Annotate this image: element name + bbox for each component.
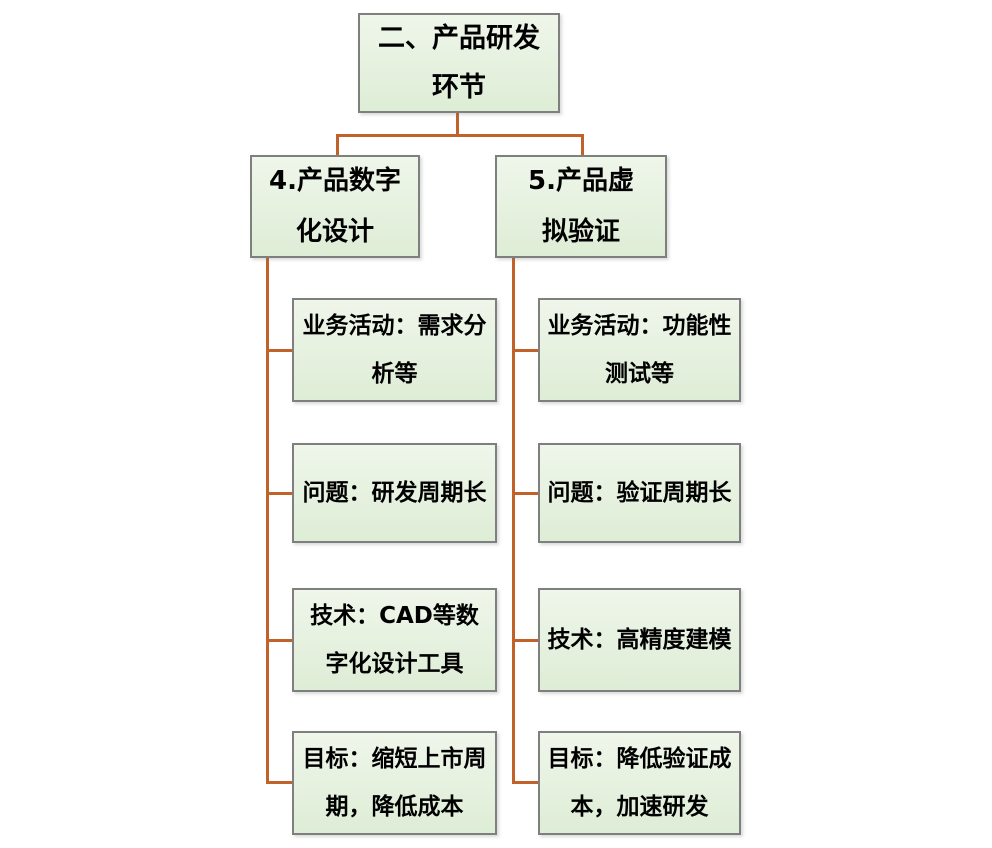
child-node-business-activity-right: 业务活动：功能性 测试等 — [538, 298, 741, 402]
child-node-label: 问题：研发周期长 — [302, 480, 487, 506]
connector-trunk-left — [266, 257, 269, 784]
child-node-label: 目标：缩短上市周 期，降低成本 — [302, 746, 487, 820]
child-node-label: 业务活动：功能性 测试等 — [547, 313, 732, 387]
child-node-label: 目标：降低验证成 本，加速研发 — [547, 746, 732, 820]
connector-branch-horizontal — [336, 134, 584, 137]
connector-branch-drop-right — [581, 134, 584, 157]
connector-stub-right-2 — [512, 492, 538, 495]
connector-stub-left-4 — [266, 781, 292, 784]
root-node-label: 二、产品研发 环节 — [378, 23, 540, 103]
connector-stub-left-3 — [266, 639, 292, 642]
child-node-goal-right: 目标：降低验证成 本，加速研发 — [538, 731, 741, 835]
child-node-label: 业务活动：需求分 析等 — [302, 313, 487, 387]
child-node-label: 问题：验证周期长 — [547, 480, 732, 506]
child-node-label: 技术：高精度建模 — [547, 627, 732, 653]
child-node-technology-left: 技术：CAD等数 字化设计工具 — [292, 588, 497, 692]
child-node-technology-right: 技术：高精度建模 — [538, 588, 741, 692]
connector-stub-right-4 — [512, 781, 538, 784]
connector-stub-right-1 — [512, 349, 538, 352]
branch-node-label: 4.产品数字 化设计 — [269, 165, 401, 247]
connector-stub-left-1 — [266, 349, 292, 352]
connector-branch-drop-left — [336, 134, 339, 157]
child-node-problem-left: 问题：研发周期长 — [292, 443, 497, 543]
child-node-label: 技术：CAD等数 字化设计工具 — [310, 603, 479, 677]
root-node: 二、产品研发 环节 — [358, 13, 560, 113]
child-node-problem-right: 问题：验证周期长 — [538, 443, 741, 543]
branch-node-product-virtual-verification: 5.产品虚 拟验证 — [495, 155, 667, 258]
child-node-goal-left: 目标：缩短上市周 期，降低成本 — [292, 731, 497, 835]
child-node-business-activity-left: 业务活动：需求分 析等 — [292, 298, 497, 402]
connector-stub-left-2 — [266, 492, 292, 495]
branch-node-product-digital-design: 4.产品数字 化设计 — [250, 155, 420, 258]
branch-node-label: 5.产品虚 拟验证 — [528, 165, 634, 247]
connector-stub-right-3 — [512, 639, 538, 642]
connector-trunk-right — [512, 257, 515, 784]
connector-root-drop — [456, 112, 459, 137]
